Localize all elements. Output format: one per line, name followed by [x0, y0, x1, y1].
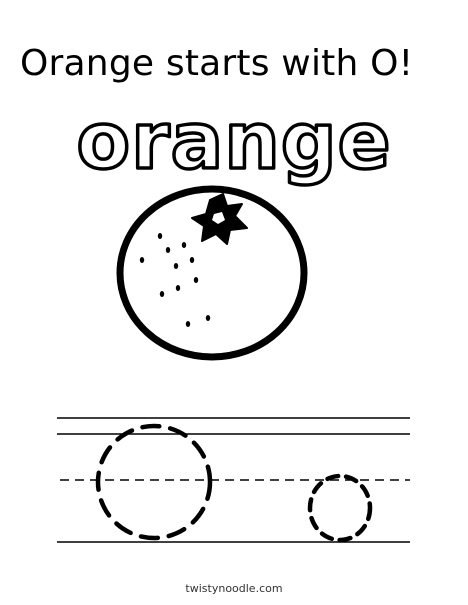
footer-credit: twistynoodle.com	[185, 582, 283, 595]
orange-stem-center	[212, 212, 225, 224]
orange-outline	[116, 185, 308, 361]
lowercase-o-trace	[307, 473, 373, 543]
outlined-word-text: orange	[77, 97, 392, 187]
orange-fruit-icon	[116, 185, 308, 361]
uppercase-o-trace	[95, 423, 213, 541]
orange-pores	[139, 233, 211, 327]
page-title: Orange starts with O!	[20, 43, 414, 85]
tracing-area	[57, 417, 410, 543]
outlined-word: orange	[75, 95, 392, 189]
